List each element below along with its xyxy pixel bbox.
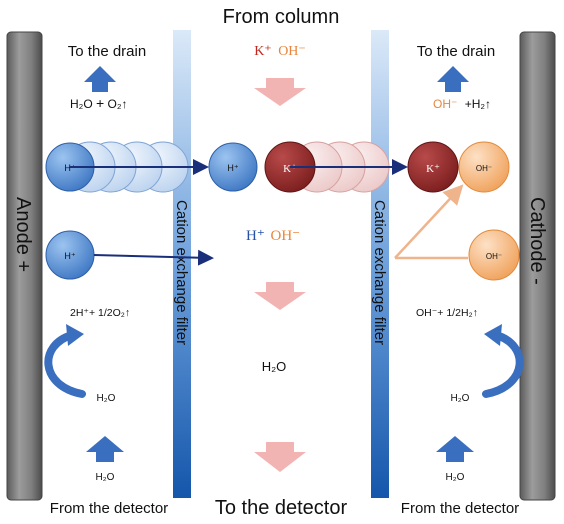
right-drain-reaction: OH⁻ +H₂↑ <box>433 97 491 111</box>
oh-minus-top: OH⁻ <box>278 44 306 59</box>
right-to-drain-label: To the drain <box>417 43 495 60</box>
k-ion-sphere-right <box>407 141 459 193</box>
right-drain-arrow <box>437 66 469 92</box>
right-filter-label: Cation exchange filter <box>371 200 388 345</box>
h-ion-label: H⁺ <box>227 163 238 173</box>
right-from-detector: From the detector <box>401 500 519 517</box>
pink-arrow-mid <box>254 282 306 310</box>
left-curve-arrow <box>44 331 86 398</box>
left-to-drain-label: To the drain <box>68 43 146 60</box>
pink-arrow-bottom <box>254 442 306 472</box>
drain-h2: +H₂↑ <box>465 97 491 111</box>
drain-h2o: H₂O <box>70 97 93 111</box>
oh-ion-sphere-bottom <box>468 229 520 281</box>
drain-oh: OH⁻ <box>433 97 457 111</box>
left-up-arrow <box>86 436 124 462</box>
oh-ion-label: OH⁻ <box>476 164 492 173</box>
center-h-oh-mid: H⁺ OH⁻ <box>246 228 300 244</box>
drain-plus: + <box>96 95 104 111</box>
drain-o2: O₂↑ <box>108 97 128 111</box>
left-h2o-bottom: H₂O <box>96 472 115 483</box>
right-h2o-bottom: H₂O <box>446 472 465 483</box>
cathode-label: Cathode - <box>526 197 548 285</box>
oh-ion-sphere-top <box>458 141 510 193</box>
center-k-oh-top: K⁺ OH⁻ <box>254 44 306 59</box>
right-up-arrow <box>436 436 474 462</box>
left-curve-arrow-head <box>66 324 84 346</box>
h-ion-label: H⁺ <box>64 251 75 261</box>
center-water: H₂O <box>262 359 287 374</box>
right-curve-arrow-head <box>484 324 502 346</box>
right-curve-arrow <box>482 331 524 398</box>
from-column-title: From column <box>223 6 340 28</box>
pink-arrow-top <box>254 78 306 106</box>
cathode-rod <box>519 31 556 501</box>
oh-minus-mid: OH⁻ <box>271 228 301 244</box>
k-plus-top: K⁺ <box>254 44 272 59</box>
k-ion-label: K⁺ <box>426 163 440 175</box>
to-detector-title: To the detector <box>215 497 348 519</box>
k-ion-label: K⁺ <box>283 163 297 175</box>
left-h2o-curve: H₂O <box>97 393 116 404</box>
left-drain-arrow <box>84 66 116 92</box>
h-plus-mid: H⁺ <box>246 228 265 244</box>
h-ion-sphere-center <box>208 142 258 192</box>
left-filter-label: Cation exchange filter <box>173 200 190 345</box>
right-reaction: OH⁻+ 1/2H₂↑ <box>416 307 478 319</box>
left-reaction: 2H⁺+ 1/2O₂↑ <box>70 307 130 319</box>
oh-ion-label: OH⁻ <box>486 252 502 261</box>
anode-rod <box>6 31 43 501</box>
left-from-detector: From the detector <box>50 500 168 517</box>
oh-branch-arrow <box>394 184 464 259</box>
left-drain-reaction: H₂O + O₂↑ <box>70 95 128 111</box>
right-h2o-curve: H₂O <box>451 393 470 404</box>
anode-label: Anode + <box>12 197 34 272</box>
h-lower-arrow <box>93 249 214 266</box>
